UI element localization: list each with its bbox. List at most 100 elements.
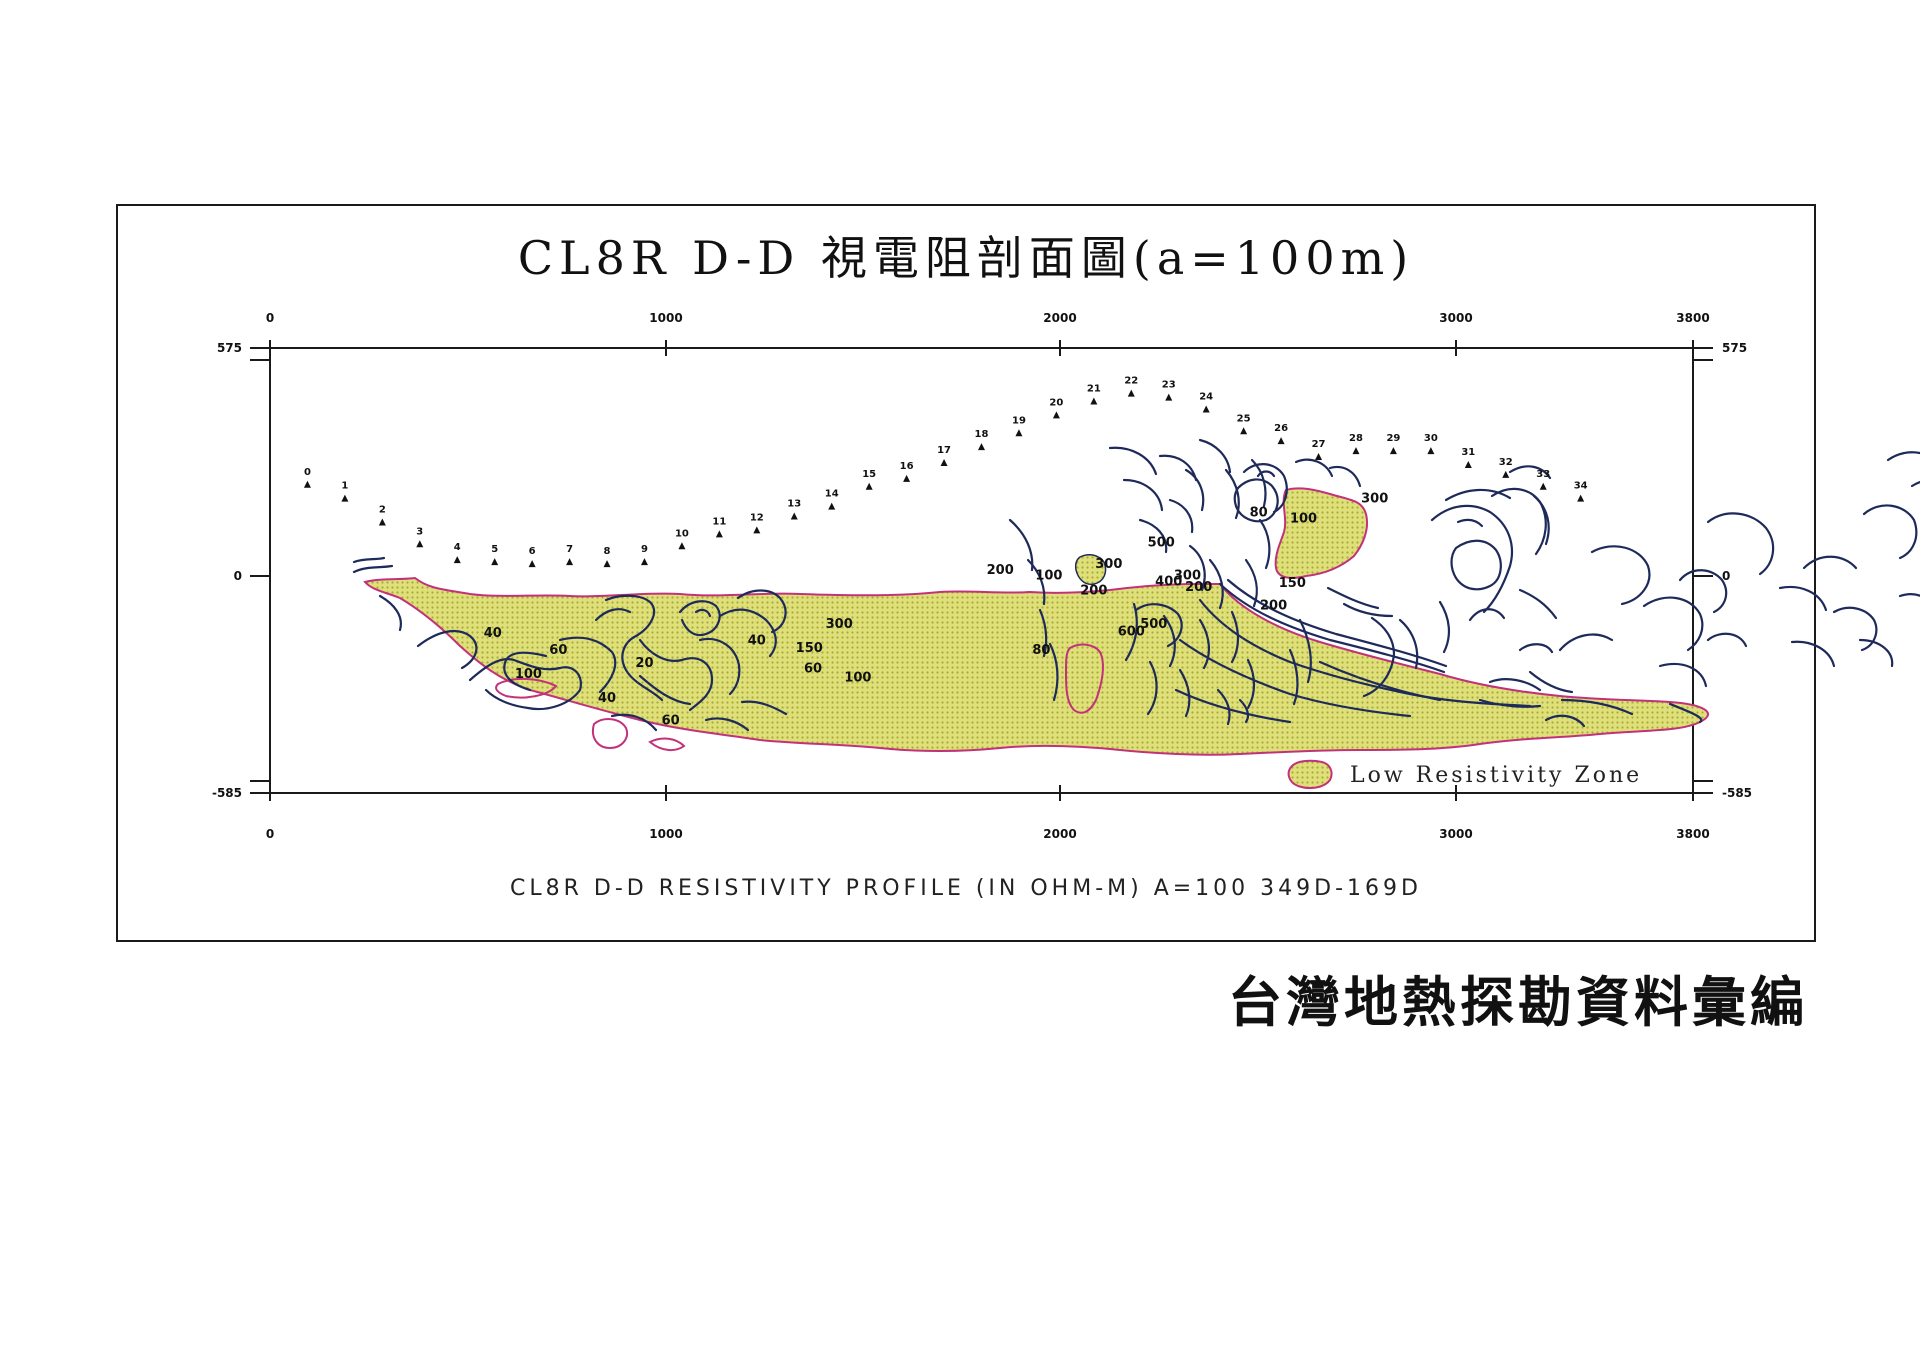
- contour-label-100: 100: [1035, 569, 1062, 584]
- x-tick-top-3000: 3000: [1439, 311, 1472, 325]
- y-tick-right-575: 575: [1722, 341, 1747, 355]
- station-marker-32: [1502, 470, 1510, 478]
- x-tick-bottom-3800: 3800: [1676, 827, 1709, 841]
- contour-label-80: 80: [1250, 506, 1268, 521]
- contour-lines: [352, 438, 1920, 732]
- station-marker-9: [640, 558, 648, 566]
- station-label-25: 25: [1237, 413, 1251, 424]
- station-marker-29: [1389, 447, 1397, 455]
- station-marker-6: [528, 560, 536, 568]
- station-label-20: 20: [1049, 397, 1063, 408]
- station-marker-14: [828, 502, 836, 510]
- station-label-18: 18: [975, 429, 989, 440]
- station-marker-16: [903, 474, 911, 482]
- station-label-30: 30: [1424, 433, 1438, 444]
- station-marker-8: [603, 560, 611, 568]
- station-label-6: 6: [529, 546, 536, 557]
- station-label-4: 4: [454, 542, 461, 553]
- station-label-5: 5: [491, 544, 498, 555]
- contour-label-150: 150: [796, 641, 823, 656]
- station-label-15: 15: [862, 469, 876, 480]
- station-label-14: 14: [825, 489, 839, 500]
- station-label-22: 22: [1124, 376, 1138, 387]
- station-marker-33: [1539, 482, 1547, 490]
- y-tick-left-0: 0: [234, 569, 242, 583]
- station-marker-26: [1277, 437, 1285, 445]
- station-marker-21: [1090, 397, 1098, 405]
- station-label-16: 16: [900, 461, 914, 472]
- station-marker-2: [378, 518, 386, 526]
- x-tick-bottom-2000: 2000: [1043, 827, 1076, 841]
- contour-label-60: 60: [804, 661, 822, 676]
- station-marker-17: [940, 458, 948, 466]
- x-axis-top-labels: 0 1000 2000 3000 3800: [266, 311, 1710, 325]
- station-label-32: 32: [1499, 457, 1513, 468]
- station-label-12: 12: [750, 512, 764, 523]
- contour-label-300: 300: [1174, 569, 1201, 584]
- contour-label-400: 400: [1155, 574, 1182, 589]
- publisher-caption: 台灣地熱探勘資料彙編: [1228, 971, 1808, 1034]
- contour-label-500: 500: [1148, 535, 1175, 550]
- station-marker-13: [790, 512, 798, 520]
- x-tick-bottom-0: 0: [266, 827, 274, 841]
- station-label-10: 10: [675, 528, 689, 539]
- y-tick-right-0: 0: [1722, 569, 1730, 583]
- station-marker-27: [1315, 453, 1323, 461]
- contour-label-300: 300: [826, 617, 853, 632]
- station-label-2: 2: [379, 504, 386, 515]
- x-tick-top-1000: 1000: [649, 311, 682, 325]
- station-label-21: 21: [1087, 384, 1101, 395]
- station-label-34: 34: [1574, 481, 1588, 492]
- station-marker-5: [491, 558, 499, 566]
- contour-label-200: 200: [987, 563, 1014, 578]
- contour-label-500: 500: [1140, 617, 1167, 632]
- station-label-8: 8: [604, 546, 611, 557]
- station-marker-25: [1240, 427, 1248, 435]
- station-label-13: 13: [787, 499, 801, 510]
- x-tick-top-3800: 3800: [1676, 311, 1709, 325]
- station-label-19: 19: [1012, 415, 1026, 426]
- contour-label-60: 60: [662, 713, 680, 728]
- contour-label-300: 300: [1095, 557, 1122, 572]
- contour-label-200: 200: [1260, 598, 1287, 613]
- station-label-0: 0: [304, 467, 311, 478]
- contour-label-100: 100: [515, 667, 542, 682]
- contour-label-100: 100: [844, 671, 871, 686]
- low-zone-east: [1274, 487, 1368, 579]
- legend-label: Low Resistivity Zone: [1350, 763, 1642, 788]
- y-tick-right-minus585: -585: [1722, 786, 1752, 800]
- station-marker-31: [1464, 460, 1472, 468]
- station-marker-4: [453, 556, 461, 564]
- profile-subtitle: CL8R D-D RESISTIVITY PROFILE (IN OHM-M) …: [510, 876, 1422, 901]
- contour-label-40: 40: [748, 634, 766, 649]
- station-label-29: 29: [1386, 433, 1400, 444]
- station-marker-34: [1577, 494, 1585, 502]
- x-tick-bottom-3000: 3000: [1439, 827, 1472, 841]
- station-marker-11: [715, 530, 723, 538]
- station-marker-22: [1127, 389, 1135, 397]
- contour-label-40: 40: [598, 691, 616, 706]
- station-label-27: 27: [1312, 439, 1326, 450]
- contour-label-200: 200: [1185, 580, 1212, 595]
- station-marker-28: [1352, 447, 1360, 455]
- contour-label-200: 200: [1080, 584, 1107, 599]
- contour-label-150: 150: [1279, 576, 1306, 591]
- station-label-28: 28: [1349, 433, 1363, 444]
- station-label-11: 11: [712, 516, 726, 527]
- low-zone-center-b: [1065, 643, 1104, 714]
- x-axis-bottom-labels: 0 1000 2000 3000 3800: [266, 827, 1710, 841]
- axis-ticks: [250, 340, 1713, 801]
- low-zone-blob-2: [648, 737, 686, 752]
- low-zone-center-a: [1074, 554, 1107, 586]
- contour-label-20: 20: [635, 656, 653, 671]
- station-label-31: 31: [1461, 447, 1475, 458]
- contour-label-600: 600: [1118, 624, 1145, 639]
- x-tick-top-0: 0: [266, 311, 274, 325]
- legend-swatch: [1287, 759, 1333, 789]
- contour-label-300: 300: [1361, 492, 1388, 507]
- legend: Low Resistivity Zone: [1287, 759, 1642, 789]
- y-axis-right-labels: 575 0 -585: [1722, 341, 1752, 800]
